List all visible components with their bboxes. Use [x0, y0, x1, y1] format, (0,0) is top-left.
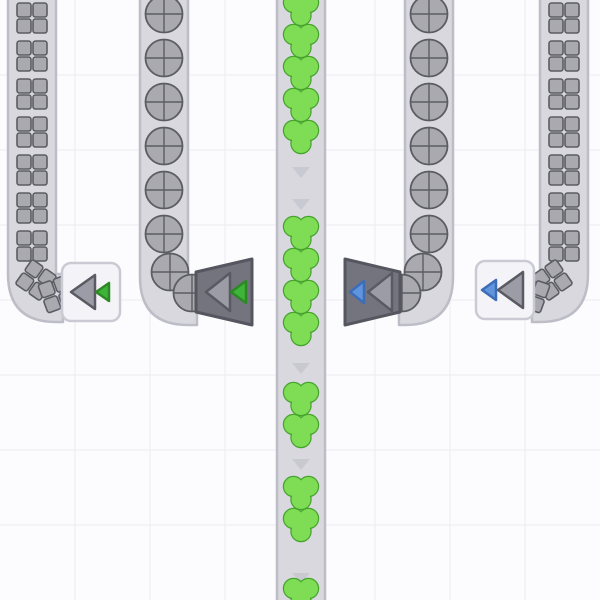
green-color-item [282, 475, 320, 511]
belt-arrow-icon [292, 459, 310, 470]
green-color-item [282, 119, 320, 155]
green-color-item [282, 215, 320, 251]
circle-shape-item [409, 0, 449, 34]
square-shape-item [548, 192, 580, 224]
green-color-item [282, 413, 320, 449]
tier-marker-icon [94, 281, 111, 303]
circle-shape-item [144, 170, 184, 210]
square-shape-item [548, 2, 580, 34]
green-color-item [282, 0, 320, 27]
square-shape-item [16, 230, 48, 262]
green-color-item [282, 507, 320, 543]
circle-shape-item [409, 126, 449, 166]
tunnel-entrance-right[interactable] [343, 257, 402, 327]
direction-arrow-icon [496, 270, 525, 310]
tunnel-exit-left[interactable] [60, 261, 122, 323]
belt-arrow-icon [292, 573, 310, 584]
green-color-item [282, 311, 320, 347]
circle-shape-item [144, 38, 184, 78]
belt-arrow-icon [292, 199, 310, 210]
green-color-item [282, 247, 320, 283]
green-color-item [282, 577, 320, 600]
square-shape-item [548, 154, 580, 186]
square-shape-item [548, 230, 580, 262]
square-shape-item [548, 40, 580, 72]
square-shape-item [16, 40, 48, 72]
square-shape-item [16, 116, 48, 148]
circle-shape-item [409, 170, 449, 210]
square-shape-item [548, 116, 580, 148]
tier-marker-icon [480, 278, 498, 302]
circle-shape-item [409, 38, 449, 78]
green-color-item [282, 87, 320, 123]
tier-marker-icon [348, 279, 366, 305]
tunnel-exit-right[interactable] [474, 259, 536, 321]
square-shape-item [16, 78, 48, 110]
belt-arrow-icon [292, 167, 310, 178]
square-shape-item [548, 78, 580, 110]
tier-marker-icon [229, 279, 248, 305]
circle-shape-item [144, 214, 184, 254]
green-color-item [282, 55, 320, 91]
square-shape-item [16, 192, 48, 224]
circle-shape-item [409, 82, 449, 122]
tunnel-entrance-left[interactable] [194, 257, 254, 327]
direction-arrow-icon [366, 271, 394, 313]
green-color-item [282, 381, 320, 417]
circle-shape-item [144, 0, 184, 34]
belt-arrow-icon [292, 363, 310, 374]
square-shape-item [16, 2, 48, 34]
circle-shape-item [144, 126, 184, 166]
square-shape-item [16, 154, 48, 186]
circle-shape-item [144, 82, 184, 122]
green-color-item [282, 23, 320, 59]
circle-shape-item [409, 214, 449, 254]
green-color-item [282, 279, 320, 315]
